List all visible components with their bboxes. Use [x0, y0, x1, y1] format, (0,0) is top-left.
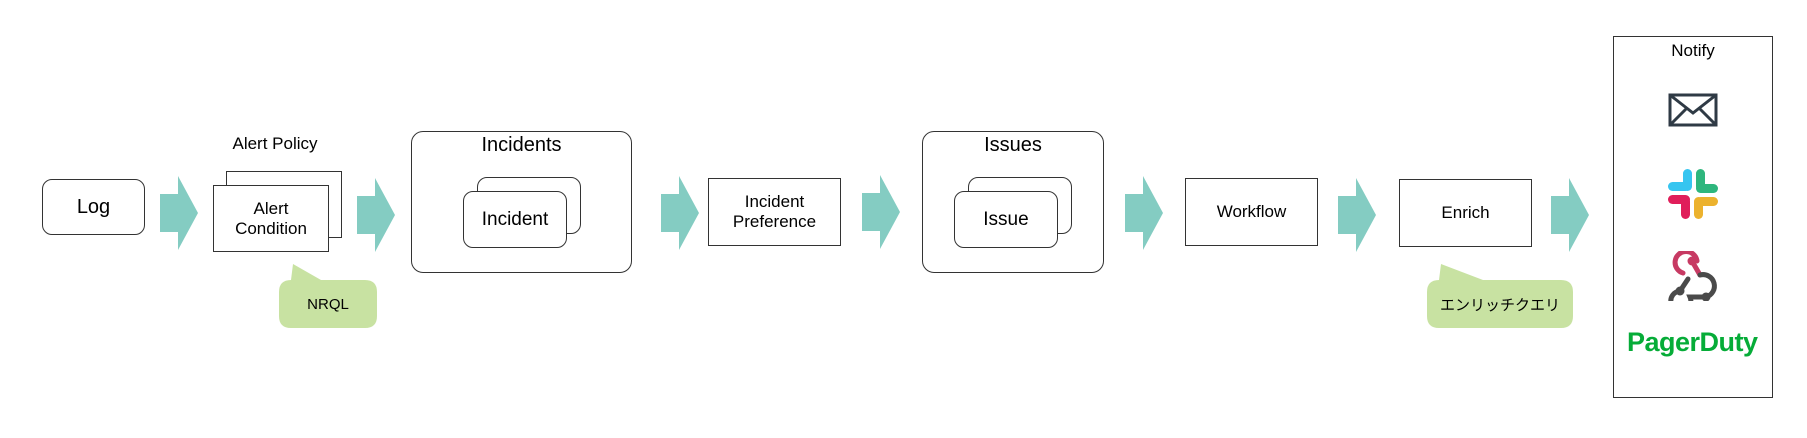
enrich-query-callout-text: エンリッチクエリ: [1439, 296, 1560, 314]
flow-arrow-2: [357, 178, 395, 252]
nrql-callout-text: NRQL: [307, 295, 349, 313]
pagerduty-logo: PagerDuty: [1627, 327, 1758, 357]
alert-condition-node: Alert Condition: [213, 185, 329, 252]
alert-policy-title: Alert Policy: [232, 134, 318, 153]
incident-label: Incident: [481, 208, 549, 230]
flow-arrow-6: [1338, 178, 1376, 252]
enrich-label: Enrich: [1441, 203, 1490, 222]
incident-preference-node: Incident Preference: [708, 178, 841, 246]
workflow-label: Workflow: [1216, 202, 1287, 221]
log-node: Log: [42, 179, 145, 235]
arrow-shape: [1338, 178, 1376, 252]
nrql-callout: [279, 264, 377, 328]
enrich-node: Enrich: [1399, 179, 1532, 247]
incidents-container: Incidents: [411, 131, 632, 273]
flow-arrow-5: [1125, 176, 1163, 250]
flow-arrow-1: [160, 176, 198, 250]
arrow-shape: [357, 178, 395, 252]
flow-arrow-3: [661, 176, 699, 250]
log-label: Log: [76, 195, 111, 218]
enrich-query-callout: [1427, 264, 1573, 328]
webhook-icon: [1668, 251, 1717, 301]
slack-icon: [1668, 169, 1718, 219]
callout-bubble: [279, 264, 377, 328]
arrow-shape: [862, 175, 900, 249]
notify-title: Notify: [1671, 41, 1715, 60]
incidents-title: Incidents: [481, 134, 562, 156]
alert-condition-label: Alert Condition: [235, 198, 307, 238]
issues-title: Issues: [984, 134, 1042, 156]
arrow-shape: [661, 176, 699, 250]
flow-arrow-4: [862, 175, 900, 249]
issue-node: Issue: [954, 191, 1058, 248]
flow-arrow-7: [1551, 178, 1589, 252]
notify-panel: Notify PagerDuty: [1613, 36, 1773, 398]
arrow-shape: [1125, 176, 1163, 250]
arrow-shape: [1551, 178, 1589, 252]
incident-node: Incident: [463, 191, 567, 248]
incident-preference-label: Incident Preference: [732, 192, 817, 231]
callout-bubble: [1427, 264, 1573, 328]
envelope-icon: [1668, 93, 1718, 127]
workflow-node: Workflow: [1185, 178, 1318, 246]
issue-label: Issue: [983, 208, 1029, 230]
arrow-shape: [160, 176, 198, 250]
